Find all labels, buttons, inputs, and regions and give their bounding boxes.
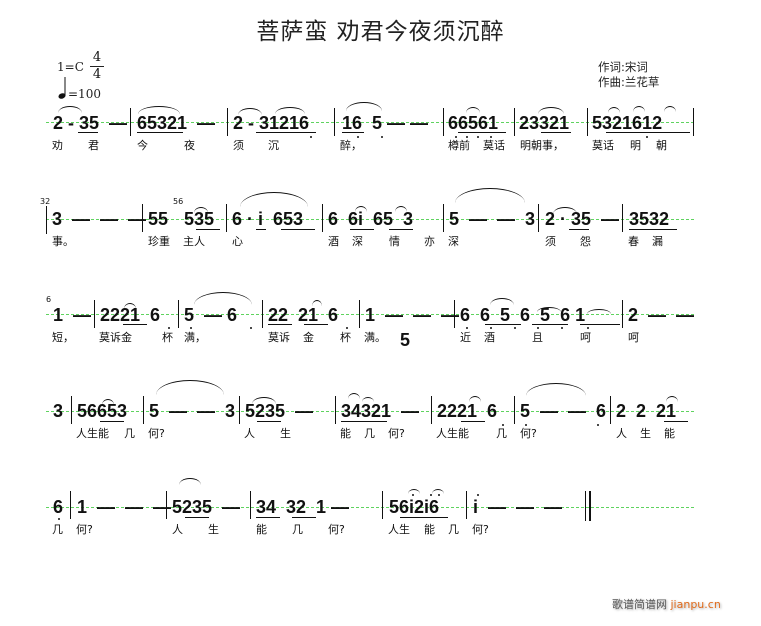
staff-line-2: [46, 219, 694, 222]
grace-note: 56: [173, 197, 184, 206]
watermark: 歌谱简谱网 jianpu.cn: [612, 596, 721, 612]
measure-1: 2 - 35 —: [53, 113, 128, 133]
measure-17: 5 — 6: [184, 305, 238, 325]
credits: 作词:宋词 作曲:兰花草: [598, 60, 659, 90]
measure-7: 5321612: [592, 113, 663, 133]
measure-31: 1 — — —: [77, 497, 172, 517]
measure-2: 65321 —: [137, 113, 216, 133]
staff-line-1: [46, 122, 694, 125]
tempo: =100: [68, 87, 101, 101]
lyricist: 作词:宋词: [598, 60, 648, 74]
measure-27: 2221 6: [437, 401, 498, 421]
final-barline: [585, 491, 586, 521]
measure-6: 23321: [519, 113, 570, 133]
measure-19: 1 — — —: [365, 305, 460, 325]
measure-13: 2 · 35 —: [545, 209, 620, 229]
measure-9b: 535: [184, 209, 215, 229]
measure-18: 22 21 6: [268, 305, 339, 325]
measure-33: 34 32 1 —: [256, 497, 350, 517]
measure-9a: 55: [148, 209, 169, 229]
measure-8: 3 — — —: [52, 209, 147, 229]
measure-35: i — — —: [473, 497, 563, 517]
time-signature-bottom: 4: [92, 67, 102, 82]
measure-29: 2 2 21: [616, 401, 677, 421]
time-signature-top: 4: [92, 50, 102, 65]
staff-line-3: [46, 314, 694, 317]
staff-line-4: [46, 411, 694, 414]
composer: 作曲:兰花草: [598, 75, 660, 89]
measure-20: 6 6 5 6 5 6 1: [460, 305, 586, 325]
measure-22: 3: [53, 401, 64, 421]
measure-4: 16 5 — —: [342, 113, 429, 133]
measure-10: 6 · i 653: [232, 209, 304, 229]
measure-30: 6: [53, 497, 64, 517]
measure-26: 34321 —: [341, 401, 420, 421]
watermark-cn: 歌谱简谱网: [612, 598, 667, 611]
quarter-note-icon: [58, 77, 66, 99]
staff-line-5: [46, 507, 694, 510]
measure-14: 3532: [629, 209, 670, 229]
measure-12: 5 — — 3: [449, 209, 536, 229]
measure-24: 5 — — 3: [149, 401, 236, 421]
measure-23: 56653: [77, 401, 128, 421]
measure-11: 6 6i 65 3: [328, 209, 414, 229]
song-title: 菩萨蛮 劝君今夜须沉醉: [256, 19, 505, 45]
stray-mark: 5: [400, 330, 411, 350]
measure-21: 2 — —: [628, 305, 695, 325]
measure-16: 2221 6: [100, 305, 161, 325]
grace-note: 6: [46, 295, 52, 304]
measure-25: 5235 —: [245, 401, 314, 421]
measure-5: 66561: [448, 113, 499, 133]
watermark-en: jianpu.cn: [670, 598, 721, 611]
grace-note: 32: [40, 197, 51, 206]
measure-28: 5 — — 6: [520, 401, 607, 421]
time-signature: 4 4: [90, 51, 104, 82]
measure-15: 1 —: [53, 305, 92, 325]
measure-3: 2 - 31216: [233, 113, 310, 133]
measure-34: 56i2i6: [389, 497, 440, 517]
measure-32: 5235 —: [172, 497, 241, 517]
key-signature: 1=C: [57, 60, 84, 74]
